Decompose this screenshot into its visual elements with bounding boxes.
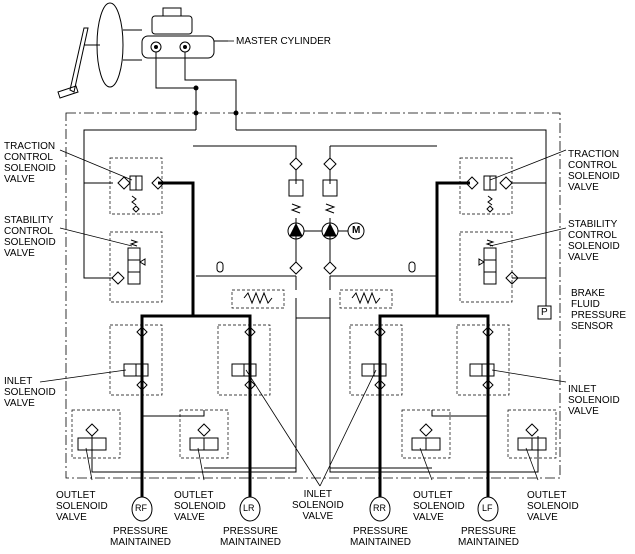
port-rr-label: RR xyxy=(373,503,386,513)
accumulators xyxy=(243,291,381,305)
motor xyxy=(347,222,365,240)
stability-valve-left xyxy=(111,239,146,285)
brake-pedal-pad xyxy=(57,85,79,99)
outlet-valves xyxy=(77,423,547,451)
port-lr-label: LR xyxy=(243,503,255,513)
master-cylinder-assembly xyxy=(57,2,228,99)
traction-valve-right xyxy=(465,175,513,213)
traction-valve-left xyxy=(117,175,165,213)
component-boxes xyxy=(71,157,557,459)
brake-booster xyxy=(96,2,124,88)
master-cylinder-lines xyxy=(155,52,239,130)
brake-pedal-arm xyxy=(69,27,89,93)
leader-lines xyxy=(39,40,567,487)
port-rr xyxy=(369,496,391,522)
stability-valve-right xyxy=(478,239,519,285)
sensor-label: P xyxy=(541,307,548,318)
hcu-boundary xyxy=(65,112,561,479)
master-cylinder-body xyxy=(141,35,215,59)
port-rf xyxy=(131,496,153,522)
master-cylinder-label: MASTER CYLINDER xyxy=(236,36,332,47)
port-lf-label: LF xyxy=(482,503,493,513)
wheel-ports xyxy=(131,496,499,522)
main-brake-lines xyxy=(140,181,490,500)
fluid-reservoir xyxy=(151,15,193,35)
port-lr xyxy=(239,496,261,522)
hydraulic-lines xyxy=(83,129,547,473)
pump-motor xyxy=(216,157,416,275)
pressure-sensor-box xyxy=(537,305,552,320)
motor-label: M xyxy=(352,225,361,236)
port-rf-label: RF xyxy=(135,503,147,513)
inlet-valves xyxy=(123,326,495,391)
port-lf xyxy=(477,496,499,522)
